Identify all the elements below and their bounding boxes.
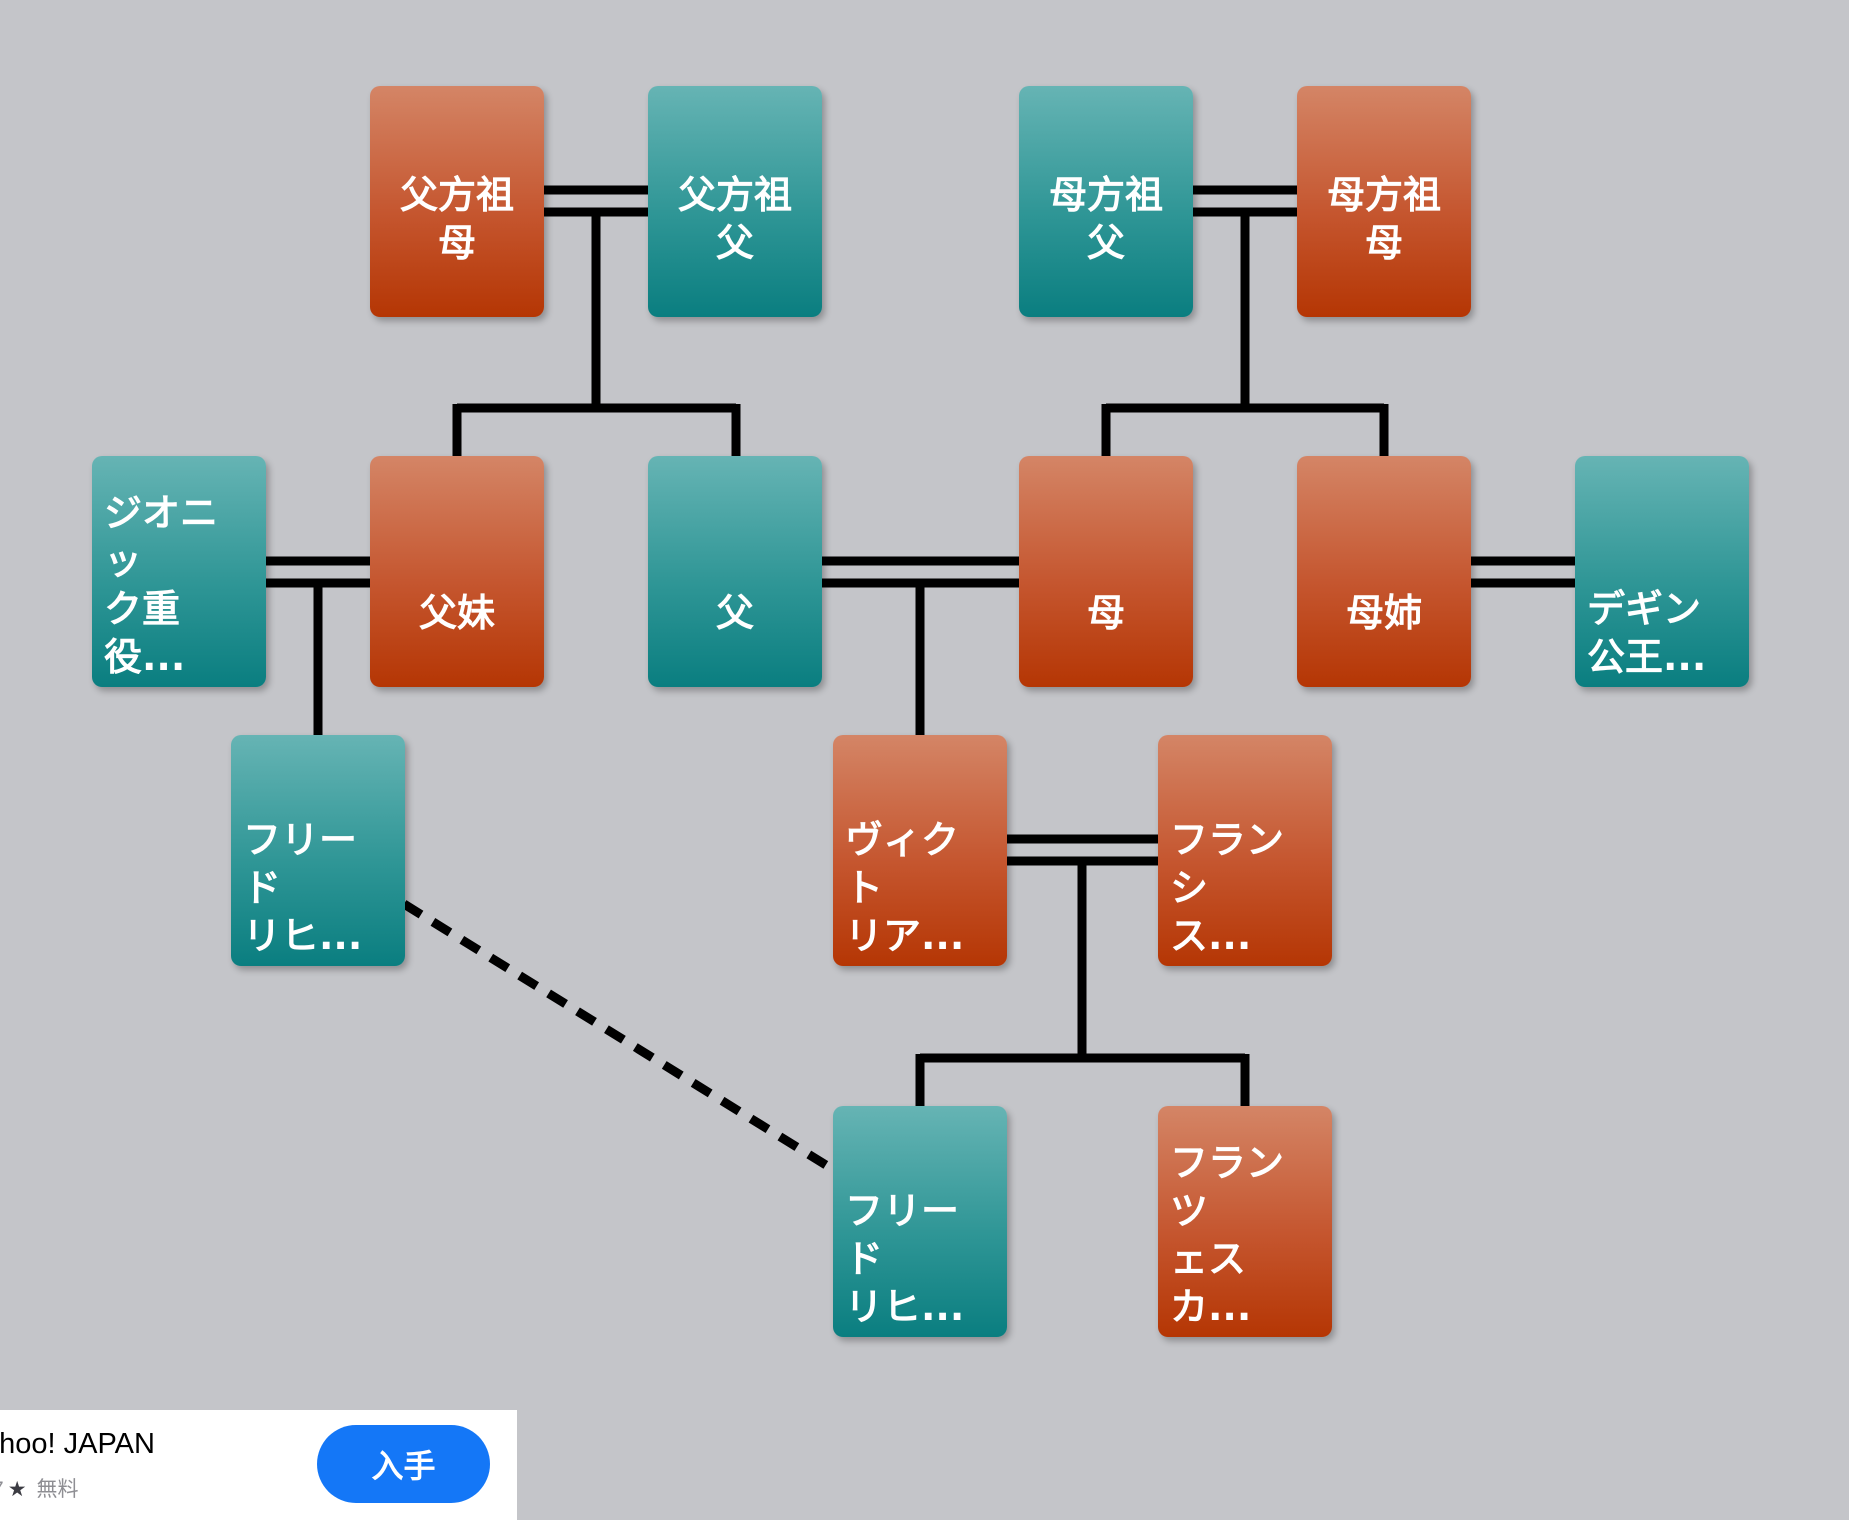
person-card-aunt-spouse[interactable]: ジオニッ ク重役... [92,456,266,687]
person-name: ヴィクト リア... [845,818,965,958]
ad-price: 無料 [36,1478,79,1501]
person-name: 父妹 [418,591,495,635]
person-card-paternal-grandfather[interactable]: 父方祖父 [648,86,822,317]
person-name: フリード リヒ... [845,1189,965,1329]
person-card-self[interactable]: ヴィクト リア... [833,735,1007,966]
person-name: 父方祖父 [677,173,792,265]
ad-rating: 7 [0,1478,4,1501]
person-name: 母姉 [1345,591,1422,635]
person-card-daughter[interactable]: フランツ ェスカ... [1158,1106,1332,1337]
person-name: 父 [715,591,754,635]
person-name: フランシ ス... [1170,818,1285,958]
person-name: 母方祖母 [1326,173,1441,265]
person-name: 父方祖母 [399,173,514,265]
person-card-father[interactable]: 父 [648,456,822,687]
descent-line-maternal-grandparents [1101,212,1389,456]
person-card-maternal-aunt-spouse[interactable]: デギン 公王... [1575,456,1749,687]
person-card-mother[interactable]: 母 [1019,456,1193,687]
person-card-maternal-grandmother[interactable]: 母方祖母 [1297,86,1471,317]
get-button[interactable]: 入手 [317,1425,490,1503]
person-name: フランツ ェスカ... [1170,1141,1285,1329]
dashed-relation-line [401,900,837,1174]
person-card-paternal-grandmother[interactable]: 父方祖母 [370,86,544,317]
person-name: 母方祖父 [1048,173,1163,265]
descent-line-paternal-grandparents [452,212,741,456]
person-name: 母 [1086,591,1125,635]
person-card-spouse[interactable]: フランシ ス... [1158,735,1332,966]
person-card-paternal-aunt[interactable]: 父妹 [370,456,544,687]
star-icon: ★ [7,1478,27,1501]
person-name: フリード リヒ... [243,818,363,958]
person-card-maternal-grandfather[interactable]: 母方祖父 [1019,86,1193,317]
person-name: ジオニッ ク重役... [104,491,219,679]
ad-app-meta: 7★ 無料 [0,1473,79,1503]
person-card-maternal-aunt[interactable]: 母姉 [1297,456,1471,687]
person-card-son[interactable]: フリード リヒ... [833,1106,1007,1337]
descent-line-self [915,861,1250,1106]
ad-app-title: ahoo! JAPAN [0,1428,155,1460]
person-name: デギン 公王... [1587,587,1707,679]
person-card-cousin[interactable]: フリード リヒ... [231,735,405,966]
app-install-banner[interactable]: ahoo! JAPAN 7★ 無料 入手 [0,1410,517,1520]
